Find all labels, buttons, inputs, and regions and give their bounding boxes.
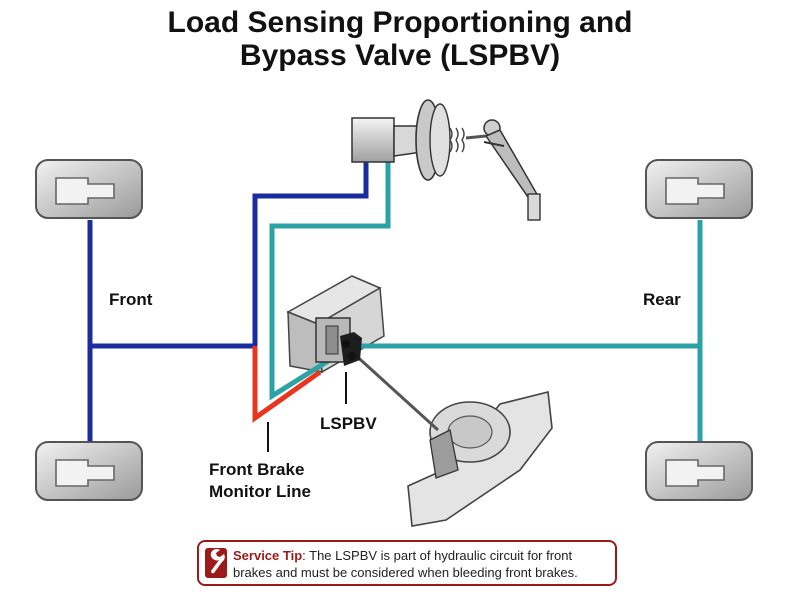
rear-label: Rear — [643, 290, 681, 309]
wheel-front-top — [35, 159, 143, 219]
service-tip-text: Service Tip: The LSPBV is part of hydrau… — [233, 547, 613, 581]
front-label: Front — [109, 290, 153, 309]
chassis-frame-rail — [286, 275, 385, 374]
rear-brake-line-supply — [269, 160, 391, 401]
title-line-2: Bypass Valve (LSPBV) — [239, 39, 561, 72]
lspbv-label: LSPBV — [320, 414, 377, 433]
front-brake-monitor-line-label: Front Brake Monitor Line — [209, 459, 311, 503]
rear-brake-line-axle — [352, 220, 703, 441]
master-cylinder-booster — [351, 99, 487, 181]
front-brake-line-supply — [252, 160, 369, 346]
service-tip-body: : The LSPBV is part of hydraulic circuit… — [233, 548, 578, 580]
wheel-rear-top — [645, 159, 753, 219]
wrench-icon — [205, 548, 227, 578]
service-tip-title: Service Tip — [233, 548, 303, 563]
title-line-1: Load Sensing Proportioning and — [167, 6, 633, 39]
wheel-front-bottom — [35, 441, 143, 501]
lspbv-valve — [315, 317, 362, 366]
lspbv-linkage-rod — [350, 350, 440, 432]
front-brake-monitor-line — [252, 346, 322, 423]
monitor-label-line-1: Front Brake — [209, 460, 305, 479]
front-brake-line-axle — [87, 220, 255, 441]
wheel-rear-bottom — [645, 441, 753, 501]
diagram-title: Load Sensing Proportioning and Bypass Va… — [0, 6, 800, 72]
rear-axle-differential — [407, 391, 553, 527]
service-tip-box: Service Tip: The LSPBV is part of hydrau… — [197, 540, 617, 586]
monitor-label-line-2: Monitor Line — [209, 482, 311, 501]
brake-pedal — [483, 119, 541, 221]
